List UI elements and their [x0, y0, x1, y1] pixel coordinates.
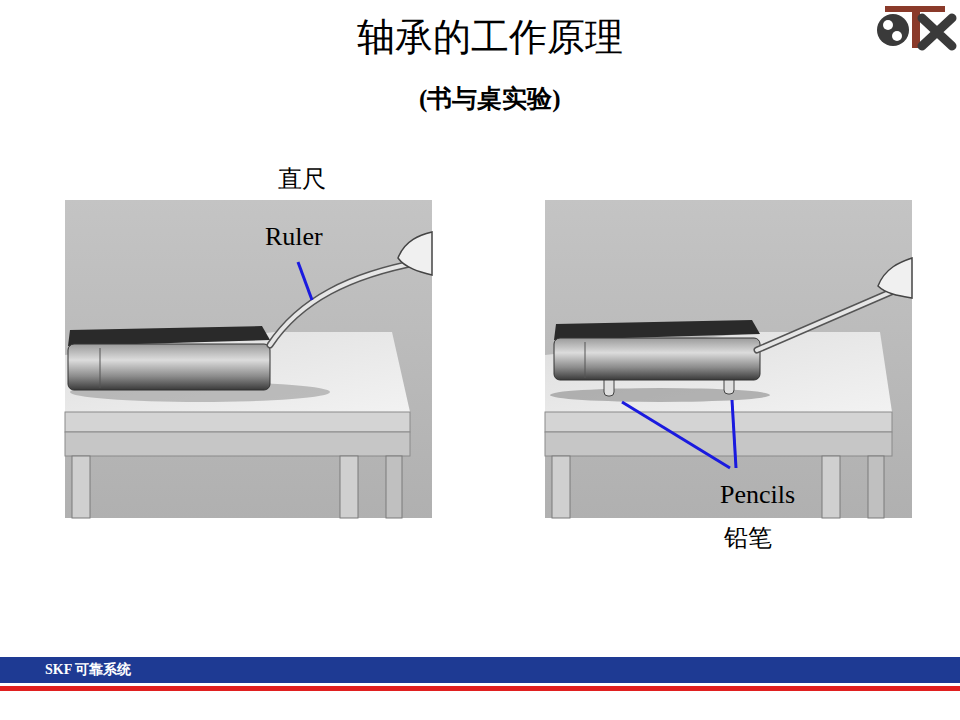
footer-line	[0, 686, 960, 691]
subtitle: (书与桌实验)	[419, 82, 561, 115]
part-name: Ruler	[265, 222, 323, 252]
part-name: Pencils	[720, 480, 795, 510]
book-on-table-picture	[65, 200, 432, 518]
book-on-pencils-picture	[545, 200, 912, 518]
part-name: 铅笔	[724, 522, 772, 554]
footer-band: SKF 可靠系统	[0, 657, 960, 683]
part-name: 直尺	[278, 163, 326, 195]
footer-text: SKF 可靠系统	[45, 661, 131, 679]
leader-line	[298, 262, 736, 468]
footer-gap	[0, 683, 960, 686]
logo	[877, 6, 952, 48]
slide-title: 轴承的工作原理	[0, 12, 960, 63]
